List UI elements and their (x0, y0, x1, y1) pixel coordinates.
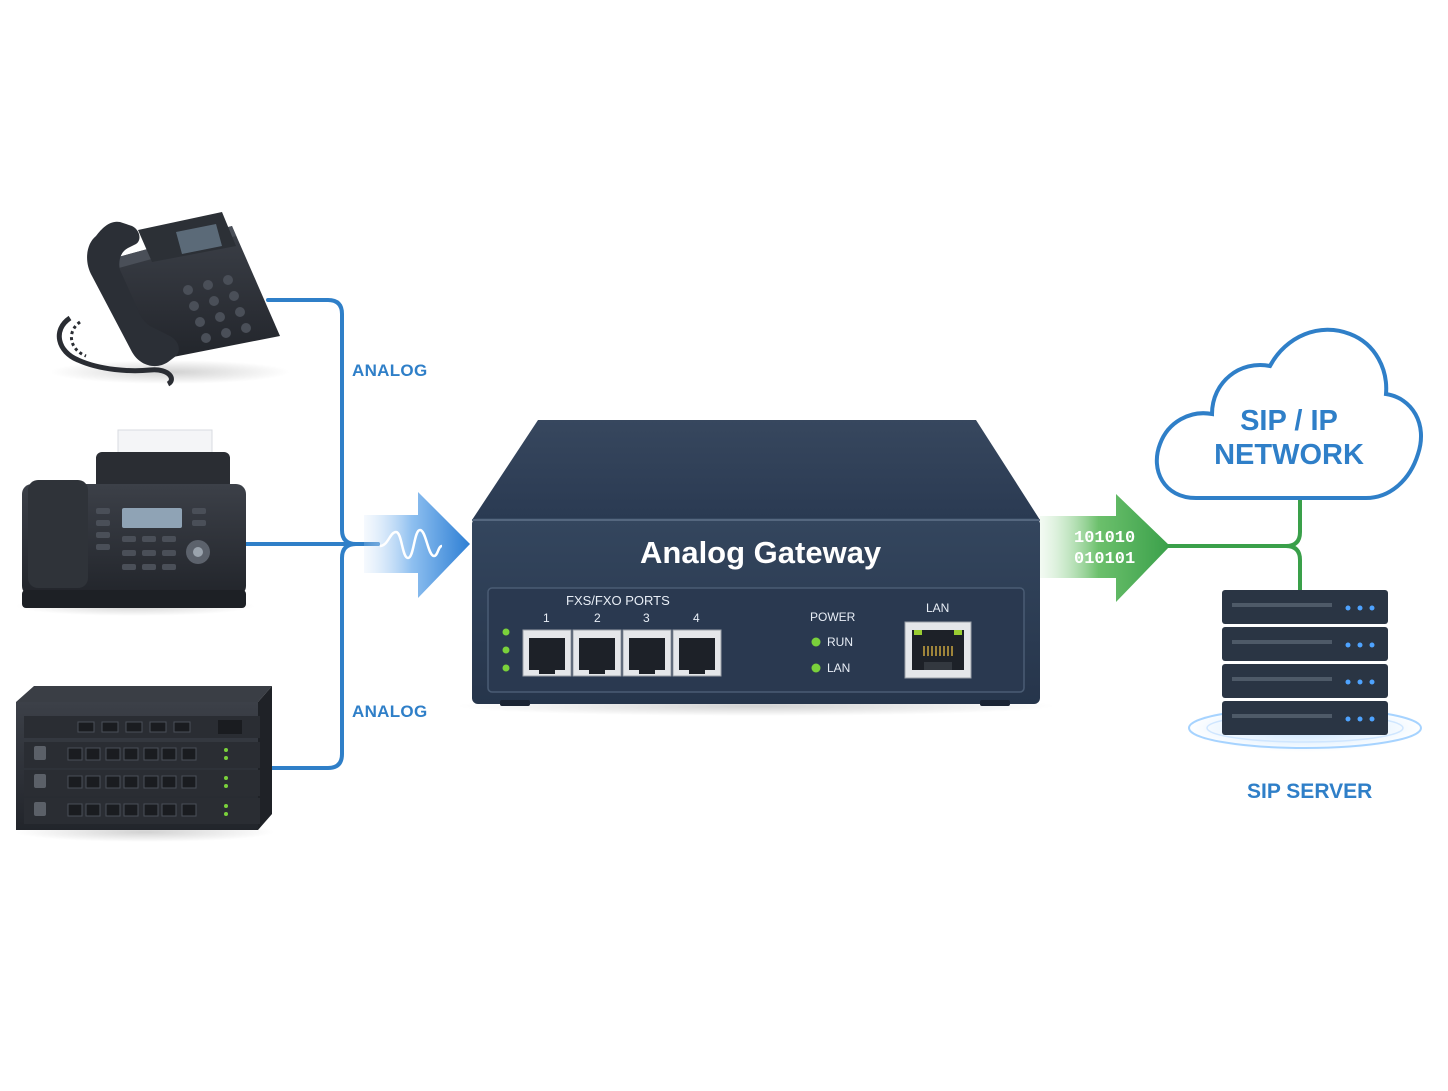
port-number-1: 1 (543, 611, 550, 625)
sip-server-label: SIP SERVER (1247, 780, 1373, 803)
fxs-port-group (522, 629, 722, 677)
digital-arrow-icon (1040, 494, 1170, 602)
status-led-run: RUN (827, 635, 853, 649)
port-number-2: 2 (594, 611, 601, 625)
cloud-label-line-1: SIP / IP (1240, 405, 1338, 437)
bits-line-1: 101010 (1074, 529, 1136, 548)
ports-heading: FXS/FXO PORTS (566, 593, 670, 608)
port-number-4: 4 (693, 611, 700, 625)
lan-label: LAN (926, 601, 950, 615)
analog-label-bottom: ANALOG (352, 702, 428, 721)
server-stack-icon (1187, 590, 1423, 752)
bits-line-2: 010101 (1074, 550, 1136, 569)
analog-arrow-icon (364, 492, 470, 598)
digital-bits: 101010 010101 (1074, 528, 1135, 570)
pbx-rack-icon (15, 686, 275, 842)
gateway-title: Analog Gateway (640, 535, 882, 570)
analog-wave-icon (379, 528, 443, 560)
lan-port (904, 621, 972, 679)
desk-phone-icon (50, 212, 290, 387)
analog-label-top: ANALOG (352, 361, 428, 380)
analog-gateway-device (456, 420, 1056, 716)
port-number-3: 3 (643, 611, 650, 625)
analog-lines (244, 298, 380, 770)
status-led-lan: LAN (827, 661, 851, 675)
status-heading: POWER (810, 610, 856, 624)
fax-machine-icon (15, 429, 255, 616)
ip-lines (1166, 498, 1302, 592)
cloud-label-line-2: NETWORK (1214, 439, 1364, 471)
cloud-icon (1154, 327, 1424, 500)
cloud-label: SIP / IP NETWORK (1200, 404, 1378, 472)
